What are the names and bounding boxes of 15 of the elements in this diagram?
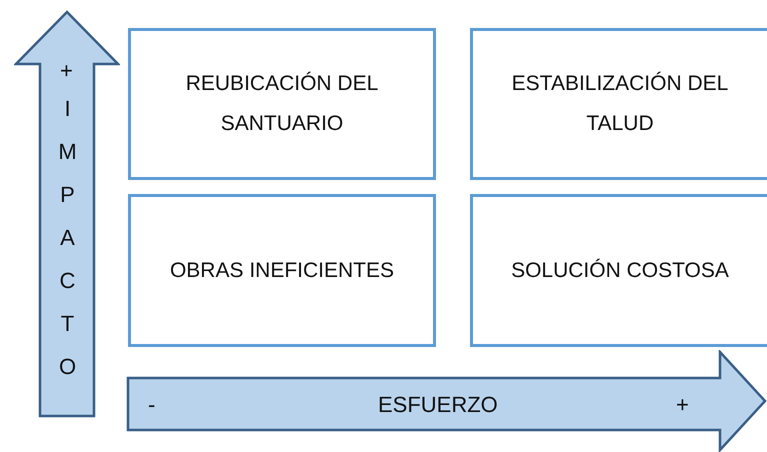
quadrant-label: ESTABILIZACIÓN DEL TALUD: [510, 70, 730, 137]
axis-label: -: [148, 392, 156, 418]
quadrant-label: SOLUCIÓN COSTOSA: [511, 258, 729, 284]
axis-label: IMPACTO: [54, 96, 80, 397]
quadrant-box: [470, 28, 767, 180]
axis-label: +: [676, 392, 689, 418]
quadrant-box: [128, 28, 436, 180]
axis-label: +: [60, 58, 73, 84]
quadrant-label: REUBICACIÓN DEL SANTUARIO: [184, 70, 380, 137]
axis-arrow: [126, 350, 767, 452]
axis-arrow: [14, 10, 120, 418]
quadrant-box: [128, 194, 436, 347]
quadrant-label: OBRAS INEFICIENTES: [170, 258, 394, 284]
axis-label: ESFUERZO: [378, 392, 498, 418]
quadrant-box: [470, 194, 767, 347]
